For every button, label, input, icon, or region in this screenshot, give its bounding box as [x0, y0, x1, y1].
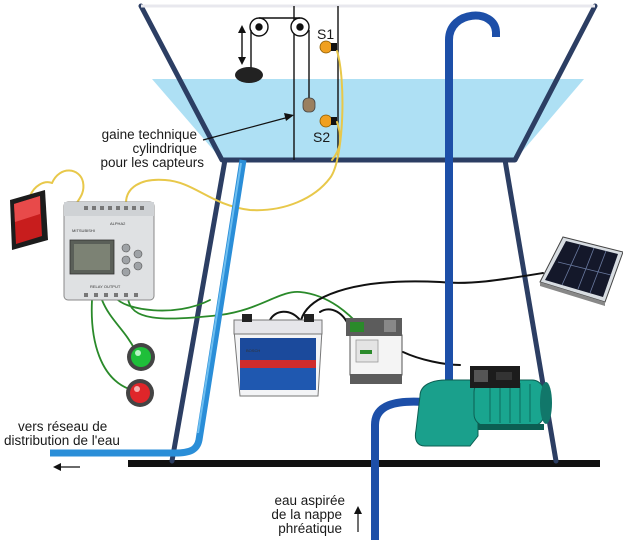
plc-controller: MITSUBISHI ALPHA2 RELAY OUTPUT	[63, 201, 155, 301]
solar-panel	[539, 236, 623, 306]
battery-brand: BOSCH	[246, 348, 260, 353]
suction-pipe	[371, 397, 426, 540]
gaine-pointer-arrow	[284, 113, 294, 121]
distribution-pipe-highlight	[197, 162, 242, 434]
pulley-system	[241, 17, 310, 100]
yellow-wires	[29, 50, 344, 212]
arrow-left-icon	[53, 463, 61, 471]
float-icon	[235, 67, 263, 83]
delivery-pipe	[445, 11, 500, 388]
nappe-label-1: eau aspirée	[274, 493, 345, 508]
water-fill	[152, 79, 584, 160]
plc-output-label: RELAY OUTPUT	[90, 284, 121, 289]
nappe-label-2: de la nappe	[271, 507, 342, 522]
distribution-pipe	[50, 159, 247, 457]
water-pump	[414, 366, 552, 447]
gaine-label-2: cylindrique	[132, 141, 197, 156]
plc-brand: MITSUBISHI	[72, 228, 95, 233]
reseau-label-1: vers réseau de	[18, 419, 107, 434]
reseau-label-2: distribution de l'eau	[4, 433, 120, 448]
nappe-label-3: phréatique	[278, 521, 342, 536]
arrow-down-icon	[238, 57, 246, 65]
gaine-label-1: gaine technique	[102, 127, 197, 142]
gaine-label-3: pour les capteurs	[100, 155, 204, 170]
green-wires	[90, 291, 363, 391]
plc-model: ALPHA2	[110, 221, 126, 226]
sensor-s2-label: S2	[313, 129, 330, 145]
reservoir-outline	[138, 3, 598, 163]
counterweight-icon	[302, 97, 316, 113]
green-lamp	[127, 343, 155, 371]
contactor	[346, 318, 403, 384]
sensor-s1-label: S1	[317, 26, 334, 42]
battery: BOSCH	[233, 314, 323, 397]
ground-line	[128, 460, 600, 467]
sensor-s1	[319, 40, 337, 54]
gaine-pointer-line	[202, 116, 290, 141]
sensor-s2	[319, 114, 337, 128]
red-lamp	[126, 379, 154, 407]
arrow-up-icon	[238, 25, 246, 33]
arrow-up-icon	[354, 506, 362, 514]
rocker-switch	[10, 190, 48, 250]
